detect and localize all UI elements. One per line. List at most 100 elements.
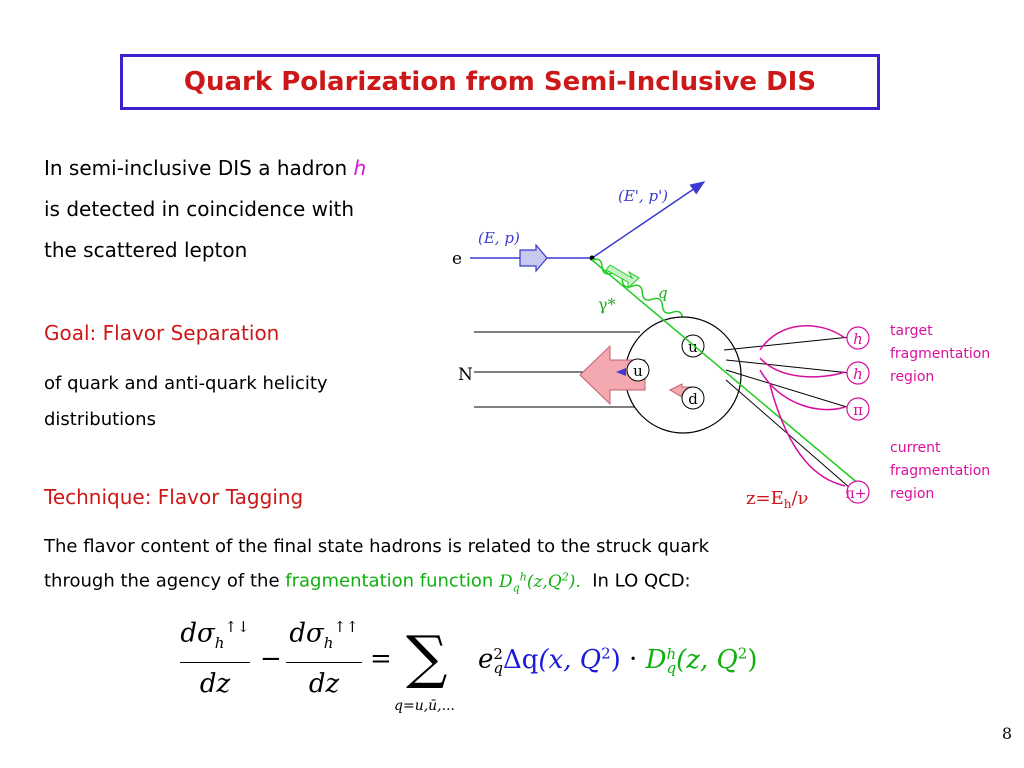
current-region-line-1: current — [890, 440, 941, 456]
equals-sign: = — [370, 644, 392, 674]
numerator-2-sub: h — [323, 633, 334, 652]
page-number: 8 — [1001, 724, 1012, 743]
hadron-label-1: h — [853, 330, 863, 348]
target-region-line-2: fragmentation — [890, 346, 991, 362]
z-label: z=Eh/ν — [746, 488, 808, 511]
dot-operator: · — [629, 644, 638, 675]
denominator-1: dz — [199, 669, 231, 699]
goal-line-1: of quark and anti-quark helicity — [44, 373, 328, 394]
ff-args: (z,Q — [526, 571, 562, 592]
charge-sup: 2 — [493, 644, 503, 663]
quark-q-label: q — [658, 284, 668, 302]
ff-close: ). — [568, 571, 581, 592]
photon-label: γ* — [598, 295, 616, 314]
numerator-2-sup: ↑↑ — [333, 618, 359, 636]
current-region-line-3: region — [890, 486, 935, 502]
numerator-1-text: dσ — [180, 618, 215, 649]
current-region-line-2: fragmentation — [890, 463, 991, 479]
technique-line-2: through the agency of the fragmentation … — [44, 562, 1004, 603]
numerator-1-sup: ↑↓ — [224, 618, 250, 636]
args-2-close: ) — [747, 644, 758, 675]
minus-sign: − — [260, 644, 282, 674]
struck-quark-line — [591, 259, 861, 486]
fragmentation-loops — [759, 324, 846, 487]
z-label-a: z=E — [746, 488, 784, 509]
ff-sub: q — [512, 581, 520, 595]
quark-u-inner-label: u — [633, 362, 643, 380]
technique-paragraph: The flavor content of the final state ha… — [44, 532, 1004, 603]
numerator-1-sub: h — [214, 633, 225, 652]
hadron-label-3: π — [853, 401, 863, 419]
ff-script-sup: h — [666, 644, 677, 663]
ff-sup: h — [519, 570, 527, 583]
intro-paragraph: In semi-inclusive DIS a hadron h is dete… — [44, 148, 504, 271]
args-1-sq: 2 — [601, 644, 611, 662]
helicity-distribution: Δq(x, Q2) — [503, 644, 621, 675]
fraction-bar-1 — [180, 662, 250, 663]
intro-line-1-text: In semi-inclusive DIS a hadron — [44, 156, 354, 180]
quark-u-inner — [626, 358, 650, 382]
incoming-arrow-icon — [519, 243, 548, 273]
denominator-2: dz — [308, 669, 340, 699]
quark-d — [681, 386, 705, 410]
ff-symbol: Dqh(z,Q2). — [499, 570, 581, 595]
quark-d-label: d — [688, 390, 698, 408]
hadron-label-4: π+ — [846, 486, 867, 502]
outgoing-lepton-line — [591, 181, 706, 259]
incoming-kinematics: (E, p) — [478, 229, 520, 247]
quark-u-outer-label: u — [688, 338, 698, 356]
ff-D: D — [499, 571, 513, 592]
fraction-2: dσh↑↑ dz — [286, 618, 362, 699]
z-label-sub: h — [784, 497, 792, 511]
intro-line-1: In semi-inclusive DIS a hadron h — [44, 148, 504, 189]
summation-sign: ∑ — [406, 623, 448, 691]
slide-title: Quark Polarization from Semi-Inclusive D… — [183, 67, 817, 97]
technique-line-1: The flavor content of the final state ha… — [44, 536, 710, 557]
charge-e: e — [478, 644, 494, 675]
u-spin-arrow-icon — [616, 368, 626, 376]
fraction-bar-2 — [286, 662, 362, 663]
outgoing-kinematics: (E', p') — [618, 187, 668, 205]
goal-paragraph: of quark and anti-quark helicity distrib… — [44, 366, 464, 438]
technique-line-2-end: In LO QCD: — [580, 570, 691, 592]
z-label-b: /ν — [791, 488, 808, 509]
summation-range: q=u,ū,... — [394, 698, 455, 714]
numerator-2: dσh↑↑ — [286, 618, 362, 656]
charge-sub: q — [493, 658, 503, 677]
sidis-diagram: e (E, p) (E', p') γ* q N u u d h h π π+ … — [452, 181, 870, 511]
args-1-close: ) — [610, 644, 621, 675]
hadron-circle-3 — [846, 397, 870, 421]
ff-script-sub: q — [666, 658, 677, 677]
target-region-label: target fragmentation region — [890, 320, 990, 389]
current-region-label: current fragmentation region — [890, 437, 990, 506]
target-region-line-1: target — [890, 323, 933, 339]
goal-heading: Goal: Flavor Separation — [44, 321, 280, 345]
photon-arrow-icon — [605, 264, 640, 290]
args-2-sq: 2 — [737, 644, 748, 662]
hadron-circle-2 — [846, 361, 870, 385]
goal-line-2: distributions — [44, 409, 156, 430]
args-1: (x, Q — [538, 644, 602, 675]
ff-D-symbol: D — [645, 644, 667, 675]
hadron-circle-4 — [846, 480, 870, 504]
hadron-line-1 — [723, 336, 851, 351]
intro-line-2: is detected in coincidence with — [44, 197, 355, 221]
hadron-line-3 — [725, 369, 851, 409]
hadron-symbol: h — [353, 156, 367, 180]
numerator-2-text: dσ — [289, 618, 324, 649]
ff-sq: 2 — [561, 570, 569, 583]
hadron-line-2 — [725, 359, 851, 374]
title-box: Quark Polarization from Semi-Inclusive D… — [120, 54, 880, 110]
hadron-circle-1 — [846, 326, 870, 350]
numerator-1: dσh↑↓ — [180, 618, 250, 656]
args-2: (z, Q — [676, 644, 738, 675]
hadron-label-2: h — [853, 365, 863, 383]
lepton-label: e — [452, 249, 462, 269]
fraction-1: dσh↑↓ dz — [180, 618, 250, 699]
technique-line-2-start: through the agency of the — [44, 570, 286, 592]
target-region-line-3: region — [890, 369, 935, 385]
